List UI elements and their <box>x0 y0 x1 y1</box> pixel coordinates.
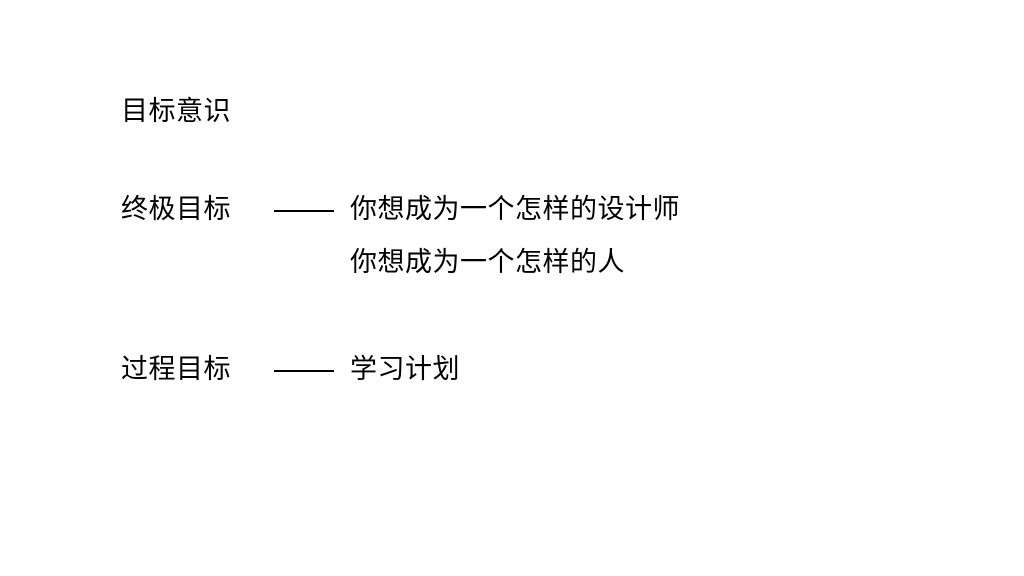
ultimate-goal-dash <box>274 193 334 236</box>
dash-separator <box>274 193 334 227</box>
ultimate-goal-label: 终极目标 <box>121 194 231 225</box>
process-goal-label: 过程目标 <box>121 354 231 385</box>
process-goal-line-1: 学习计划 <box>350 354 460 385</box>
ultimate-goal-line-1: 你想成为一个怎样的设计师 <box>350 194 680 225</box>
ultimate-goal-line-2: 你想成为一个怎样的人 <box>350 247 625 278</box>
process-goal-dash <box>274 353 334 396</box>
slide-title: 目标意识 <box>121 96 231 127</box>
dash-separator <box>274 353 334 387</box>
